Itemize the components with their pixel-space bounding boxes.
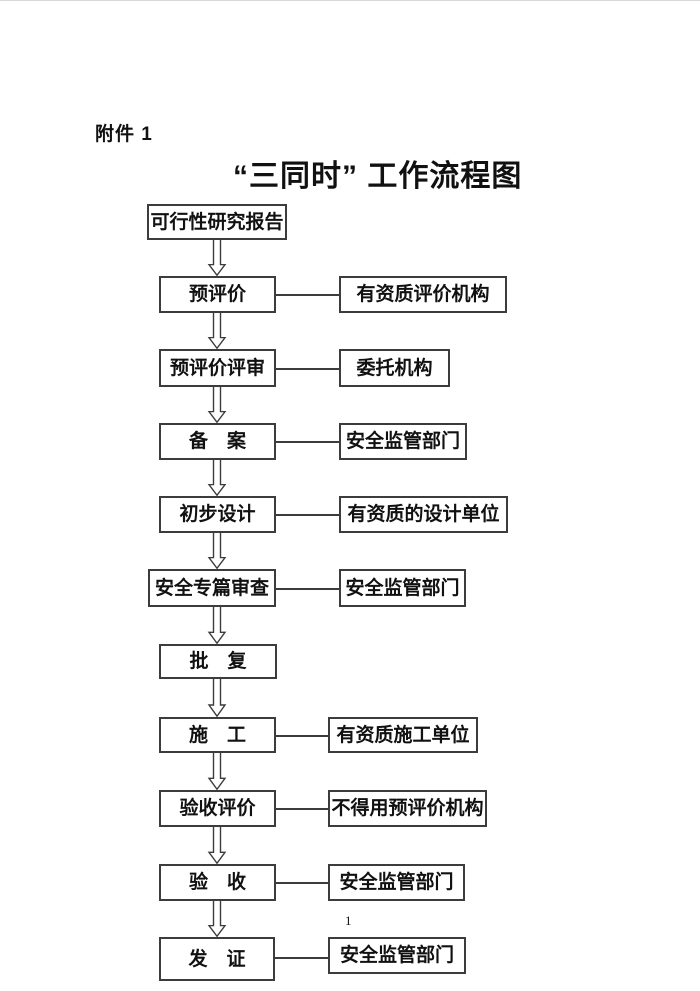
down-arrow-icon — [207, 753, 227, 790]
flow-step-box-acceptance: 验 收 — [159, 864, 276, 901]
down-arrow-icon — [207, 901, 227, 937]
flow-step-label: 施 工 — [188, 724, 246, 746]
side-box-not-pre-evaluation-agency: 不得用预评价机构 — [328, 790, 487, 827]
flow-step-label: 初步设计 — [179, 504, 256, 525]
side-box-label: 安全监管部门 — [345, 431, 460, 452]
flow-step-label: 备 案 — [188, 431, 246, 452]
flow-step-label: 发 证 — [188, 948, 246, 970]
side-box-safety-supervision-dept: 安全监管部门 — [328, 937, 466, 974]
attachment-label: 附件 1 — [95, 124, 153, 145]
side-box-label: 安全监管部门 — [345, 577, 460, 599]
side-box-safety-supervision-dept: 安全监管部门 — [328, 864, 465, 901]
flow-step-label: 预评价 — [188, 284, 246, 305]
connector-line — [276, 735, 328, 737]
connector-line — [276, 588, 339, 590]
flow-step-label: 批 复 — [189, 651, 247, 672]
side-box-entrusted-agency: 委托机构 — [339, 349, 450, 387]
flow-step-label: 预评价评审 — [169, 357, 265, 379]
down-arrow-icon — [207, 607, 227, 644]
down-arrow-icon — [207, 827, 227, 864]
flow-step-box-pre-evaluation: 预评价 — [159, 276, 276, 313]
connector-line — [276, 808, 328, 810]
connector-line — [275, 957, 328, 959]
side-box-label: 委托机构 — [356, 357, 433, 379]
side-box-label: 有资质的设计单位 — [347, 504, 500, 525]
side-box-label: 有资质施工单位 — [336, 724, 470, 746]
side-box-safety-supervision-dept: 安全监管部门 — [339, 569, 466, 607]
side-box-label: 有资质评价机构 — [356, 284, 490, 305]
down-arrow-icon — [207, 460, 227, 496]
side-box-label: 安全监管部门 — [339, 945, 454, 966]
flow-step-box-pre-evaluation-review: 预评价评审 — [159, 349, 276, 387]
flow-step-label: 安全专篇审查 — [154, 577, 269, 599]
side-box-qualified-design-unit: 有资质的设计单位 — [339, 496, 508, 533]
down-arrow-icon — [207, 313, 227, 349]
connector-line — [276, 294, 339, 296]
page-number: 1 — [345, 913, 352, 928]
flow-step-box-safety-chapter-review: 安全专篇审查 — [148, 569, 276, 607]
flow-step-box-preliminary-design: 初步设计 — [159, 496, 276, 533]
flow-step-box-construction: 施 工 — [159, 717, 276, 753]
down-arrow-icon — [207, 240, 227, 276]
connector-line — [276, 441, 339, 443]
flow-step-box-feasibility-study-report: 可行性研究报告 — [147, 204, 287, 240]
side-box-safety-supervision-dept: 安全监管部门 — [339, 423, 467, 460]
down-arrow-icon — [207, 679, 227, 717]
page-title: “三同时” 工作流程图 — [233, 160, 523, 193]
down-arrow-icon — [207, 533, 227, 569]
flow-step-box-approval: 批 复 — [159, 644, 277, 679]
flow-step-label: 验 收 — [188, 872, 246, 893]
side-box-label: 安全监管部门 — [339, 872, 454, 893]
connector-line — [276, 882, 328, 884]
side-box-qualified-construction-unit: 有资质施工单位 — [328, 717, 478, 753]
flow-step-box-filing: 备 案 — [159, 423, 276, 460]
side-box-label: 不得用预评价机构 — [331, 798, 484, 819]
connector-line — [276, 514, 339, 516]
flow-step-box-acceptance-evaluation: 验收评价 — [159, 790, 276, 827]
flow-step-box-certificate-issuance: 发 证 — [159, 937, 275, 981]
connector-line — [276, 368, 339, 370]
down-arrow-icon — [207, 387, 227, 423]
flow-step-label: 验收评价 — [179, 798, 256, 819]
side-box-qualified-evaluation-agency: 有资质评价机构 — [339, 276, 507, 313]
flow-step-label: 可行性研究报告 — [150, 211, 284, 233]
